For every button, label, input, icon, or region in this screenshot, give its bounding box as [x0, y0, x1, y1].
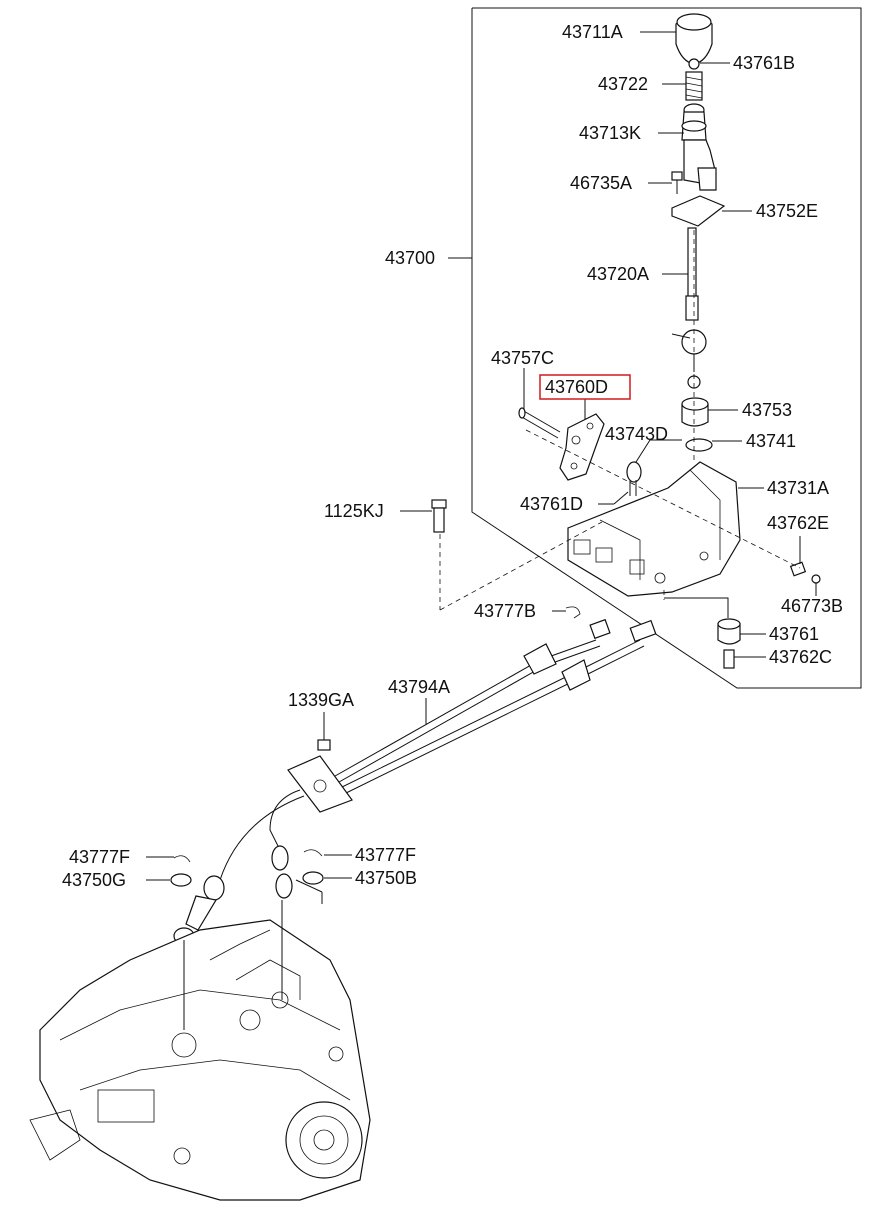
label-46735a: 46735A: [570, 173, 633, 193]
nut-drawing: [317, 739, 331, 751]
screw-drawing: [671, 171, 683, 194]
leader-lines: [146, 31, 817, 904]
transaxle-drawing: [29, 900, 371, 1201]
label-43741: 43741: [746, 431, 797, 451]
clip-43777f-left-drawing: [173, 855, 191, 863]
spring-drawing: [685, 71, 703, 101]
label-43752e: 43752E: [756, 201, 819, 221]
plate-drawing: [671, 195, 726, 227]
label-43711a: 43711A: [562, 22, 623, 42]
label-43722: 43722: [598, 74, 649, 94]
pin-43762e-drawing: [789, 561, 807, 577]
bushing-43761-drawing: [717, 618, 741, 645]
label-43761b: 43761B: [733, 53, 796, 73]
label-43762e: 43762E: [767, 513, 830, 533]
select-lever-drawing: [559, 413, 605, 481]
label-46773b: 46773B: [781, 596, 844, 616]
clip-drawing: [626, 461, 642, 496]
washer-43750g-drawing: [170, 873, 192, 887]
washer-43750b-drawing: [302, 871, 324, 885]
label-43750b: 43750B: [355, 868, 418, 888]
label-43762c: 43762C: [769, 647, 833, 667]
label-43743d: 43743D: [605, 424, 669, 444]
label-43777f-left: 43777F: [69, 847, 131, 867]
clip-43777b-drawing: [565, 606, 581, 619]
ring-drawing: [688, 58, 700, 70]
ring-43741-drawing: [685, 438, 713, 452]
pin-drawing: [518, 407, 561, 439]
label-43750g: 43750G: [62, 870, 127, 890]
clip-43777f-right-drawing: [303, 849, 323, 857]
guide-lines: [439, 230, 801, 611]
label-43760d: 43760D: [545, 377, 609, 397]
cables-drawing: [185, 618, 657, 931]
label-43777f-right: 43777F: [355, 845, 417, 865]
label-43794a: 43794A: [388, 677, 451, 697]
label-43713k: 43713K: [579, 123, 642, 143]
boot-drawing: [681, 103, 717, 191]
label-1339ga: 1339GA: [288, 690, 355, 710]
bushing-drawing: [681, 397, 709, 427]
label-43761d: 43761D: [520, 494, 584, 514]
bolt-drawing: [431, 499, 447, 533]
assembly-frame: [471, 7, 862, 689]
clip-46773b-drawing: [811, 574, 821, 584]
lever-shaft-drawing: [671, 227, 707, 389]
label-43757c: 43757C: [491, 348, 555, 368]
sleeve-43762c-drawing: [723, 649, 735, 669]
label-43700: 43700: [385, 248, 436, 268]
label-1125kj: 1125KJ: [324, 501, 384, 521]
highlight-box: [539, 374, 631, 400]
label-43731a: 43731A: [767, 478, 830, 498]
label-43753: 43753: [742, 400, 793, 420]
base-bracket-drawing: [567, 461, 741, 597]
shift-knob-drawing: [675, 13, 713, 65]
label-43720a: 43720A: [587, 264, 650, 284]
label-43777b: 43777B: [474, 601, 537, 621]
label-43761: 43761: [769, 624, 820, 644]
